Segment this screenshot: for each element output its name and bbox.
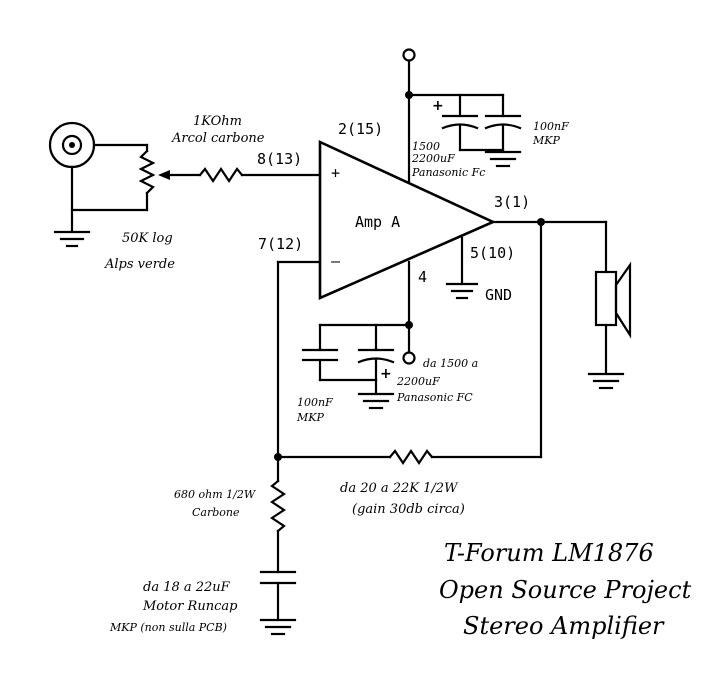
- pin-vminus-label: 4: [418, 268, 427, 286]
- shunt-ground-symbol: [259, 618, 297, 636]
- input-resistor: [198, 167, 244, 183]
- shunt-cap-type: Motor Runcap: [142, 599, 238, 614]
- shunt-resistor-type: Carbone: [192, 506, 240, 519]
- vplus-film-cap: [484, 93, 522, 152]
- rca-input-jack: [48, 121, 96, 169]
- vminus-terminal: [402, 351, 416, 365]
- pin-vplus-label: 2(15): [338, 120, 383, 138]
- pin-noninv-label: 8(13): [257, 150, 302, 168]
- vminus-electrolytic-type: Panasonic FC: [396, 391, 473, 404]
- shunt-resistor: [270, 479, 286, 533]
- plus-input-sign: +: [331, 164, 340, 182]
- shunt-capacitor: [259, 570, 297, 620]
- svg-text:+: +: [380, 366, 392, 382]
- vminus-electrolytic-cap: +: [357, 323, 395, 382]
- vminus-film-cap: [301, 323, 339, 382]
- loudspeaker: [594, 261, 632, 339]
- shunt-resistor-value: 680 ohm 1/2W: [174, 488, 257, 501]
- speaker-ground-symbol: [587, 372, 625, 390]
- vminus-electrolytic-value-1: da 1500 a: [423, 357, 478, 370]
- vplus-terminal: [402, 48, 416, 62]
- feedback-resistor-value: da 20 a 22K 1/2W: [340, 481, 459, 496]
- title-line-3: Stereo Amplifier: [463, 612, 665, 640]
- vminus-ground-symbol: [357, 392, 395, 410]
- vminus-film-type: MKP: [296, 411, 324, 424]
- pin-inv-label: 7(12): [258, 235, 303, 253]
- op-amp: Amp A + –: [318, 139, 497, 300]
- pin-gnd-label: 5(10): [470, 244, 515, 262]
- vminus-film-value: 100nF: [297, 396, 333, 409]
- shunt-cap-note: MKP (non sulla PCB): [109, 621, 227, 634]
- title-line-2: Open Source Project: [439, 576, 692, 604]
- vplus-electrolytic-value-1: 1500: [412, 140, 440, 153]
- vplus-ground-symbol: [484, 150, 522, 168]
- feedback-resistor: [388, 449, 434, 465]
- feedback-gain-note: (gain 30db circa): [352, 502, 465, 517]
- vplus-film-type: MKP: [532, 134, 560, 147]
- volume-potentiometer: [138, 149, 156, 195]
- svg-text:+: +: [432, 98, 444, 114]
- pot-type: Alps verde: [104, 257, 175, 272]
- input-ground-symbol: [53, 230, 91, 248]
- input-resistor-type: Arcol carbone: [171, 131, 265, 146]
- vminus-electrolytic-value-2: 2200uF: [396, 375, 440, 388]
- op-amp-triangle: [318, 139, 497, 300]
- shunt-cap-value: da 18 a 22uF: [143, 580, 231, 595]
- gnd-text: GND: [485, 286, 512, 304]
- title-line-1: T-Forum LM1876: [444, 539, 654, 567]
- pot-value: 50K log: [122, 231, 173, 246]
- pin5-ground: [445, 236, 479, 300]
- minus-input-sign: –: [331, 252, 341, 270]
- input-resistor-value: 1KOhm: [193, 114, 242, 129]
- vplus-film-value: 100nF: [533, 120, 569, 133]
- vplus-electrolytic-value-2: 2200uF: [411, 152, 455, 165]
- vplus-electrolytic-type: Panasonic Fc: [411, 166, 485, 179]
- vplus-electrolytic-cap: +: [432, 93, 479, 152]
- pin-out-label: 3(1): [494, 193, 530, 211]
- amp-label: Amp A: [355, 213, 400, 231]
